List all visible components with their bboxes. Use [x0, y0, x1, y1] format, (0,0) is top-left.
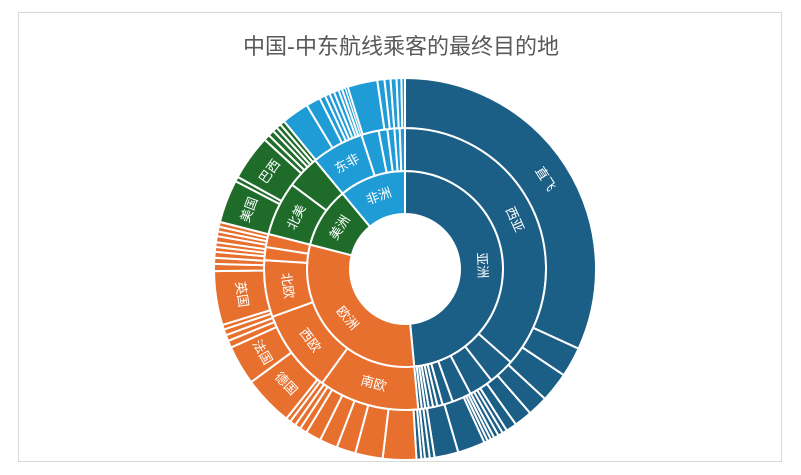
sunburst-segment-l3-0[interactable]: [404, 76, 597, 351]
segment-label-l2-13: 北欧: [277, 272, 296, 300]
sunburst-segment-l2-23[interactable]: [398, 126, 406, 173]
chart-title: 中国-中东航线乘客的最终目的地: [243, 35, 559, 60]
chart-frame: 中国-中东航线乘客的最终目的地 亚洲欧洲美洲非洲西亚南欧西欧北欧北美东非直飞德国…: [18, 12, 782, 462]
segment-label-l1-0: 亚洲: [473, 252, 489, 279]
segment-label-l2-11: 南欧: [359, 373, 388, 395]
segment-label-l3-33: 英国: [232, 280, 251, 308]
sunburst-segment-l3-65[interactable]: [400, 76, 406, 130]
